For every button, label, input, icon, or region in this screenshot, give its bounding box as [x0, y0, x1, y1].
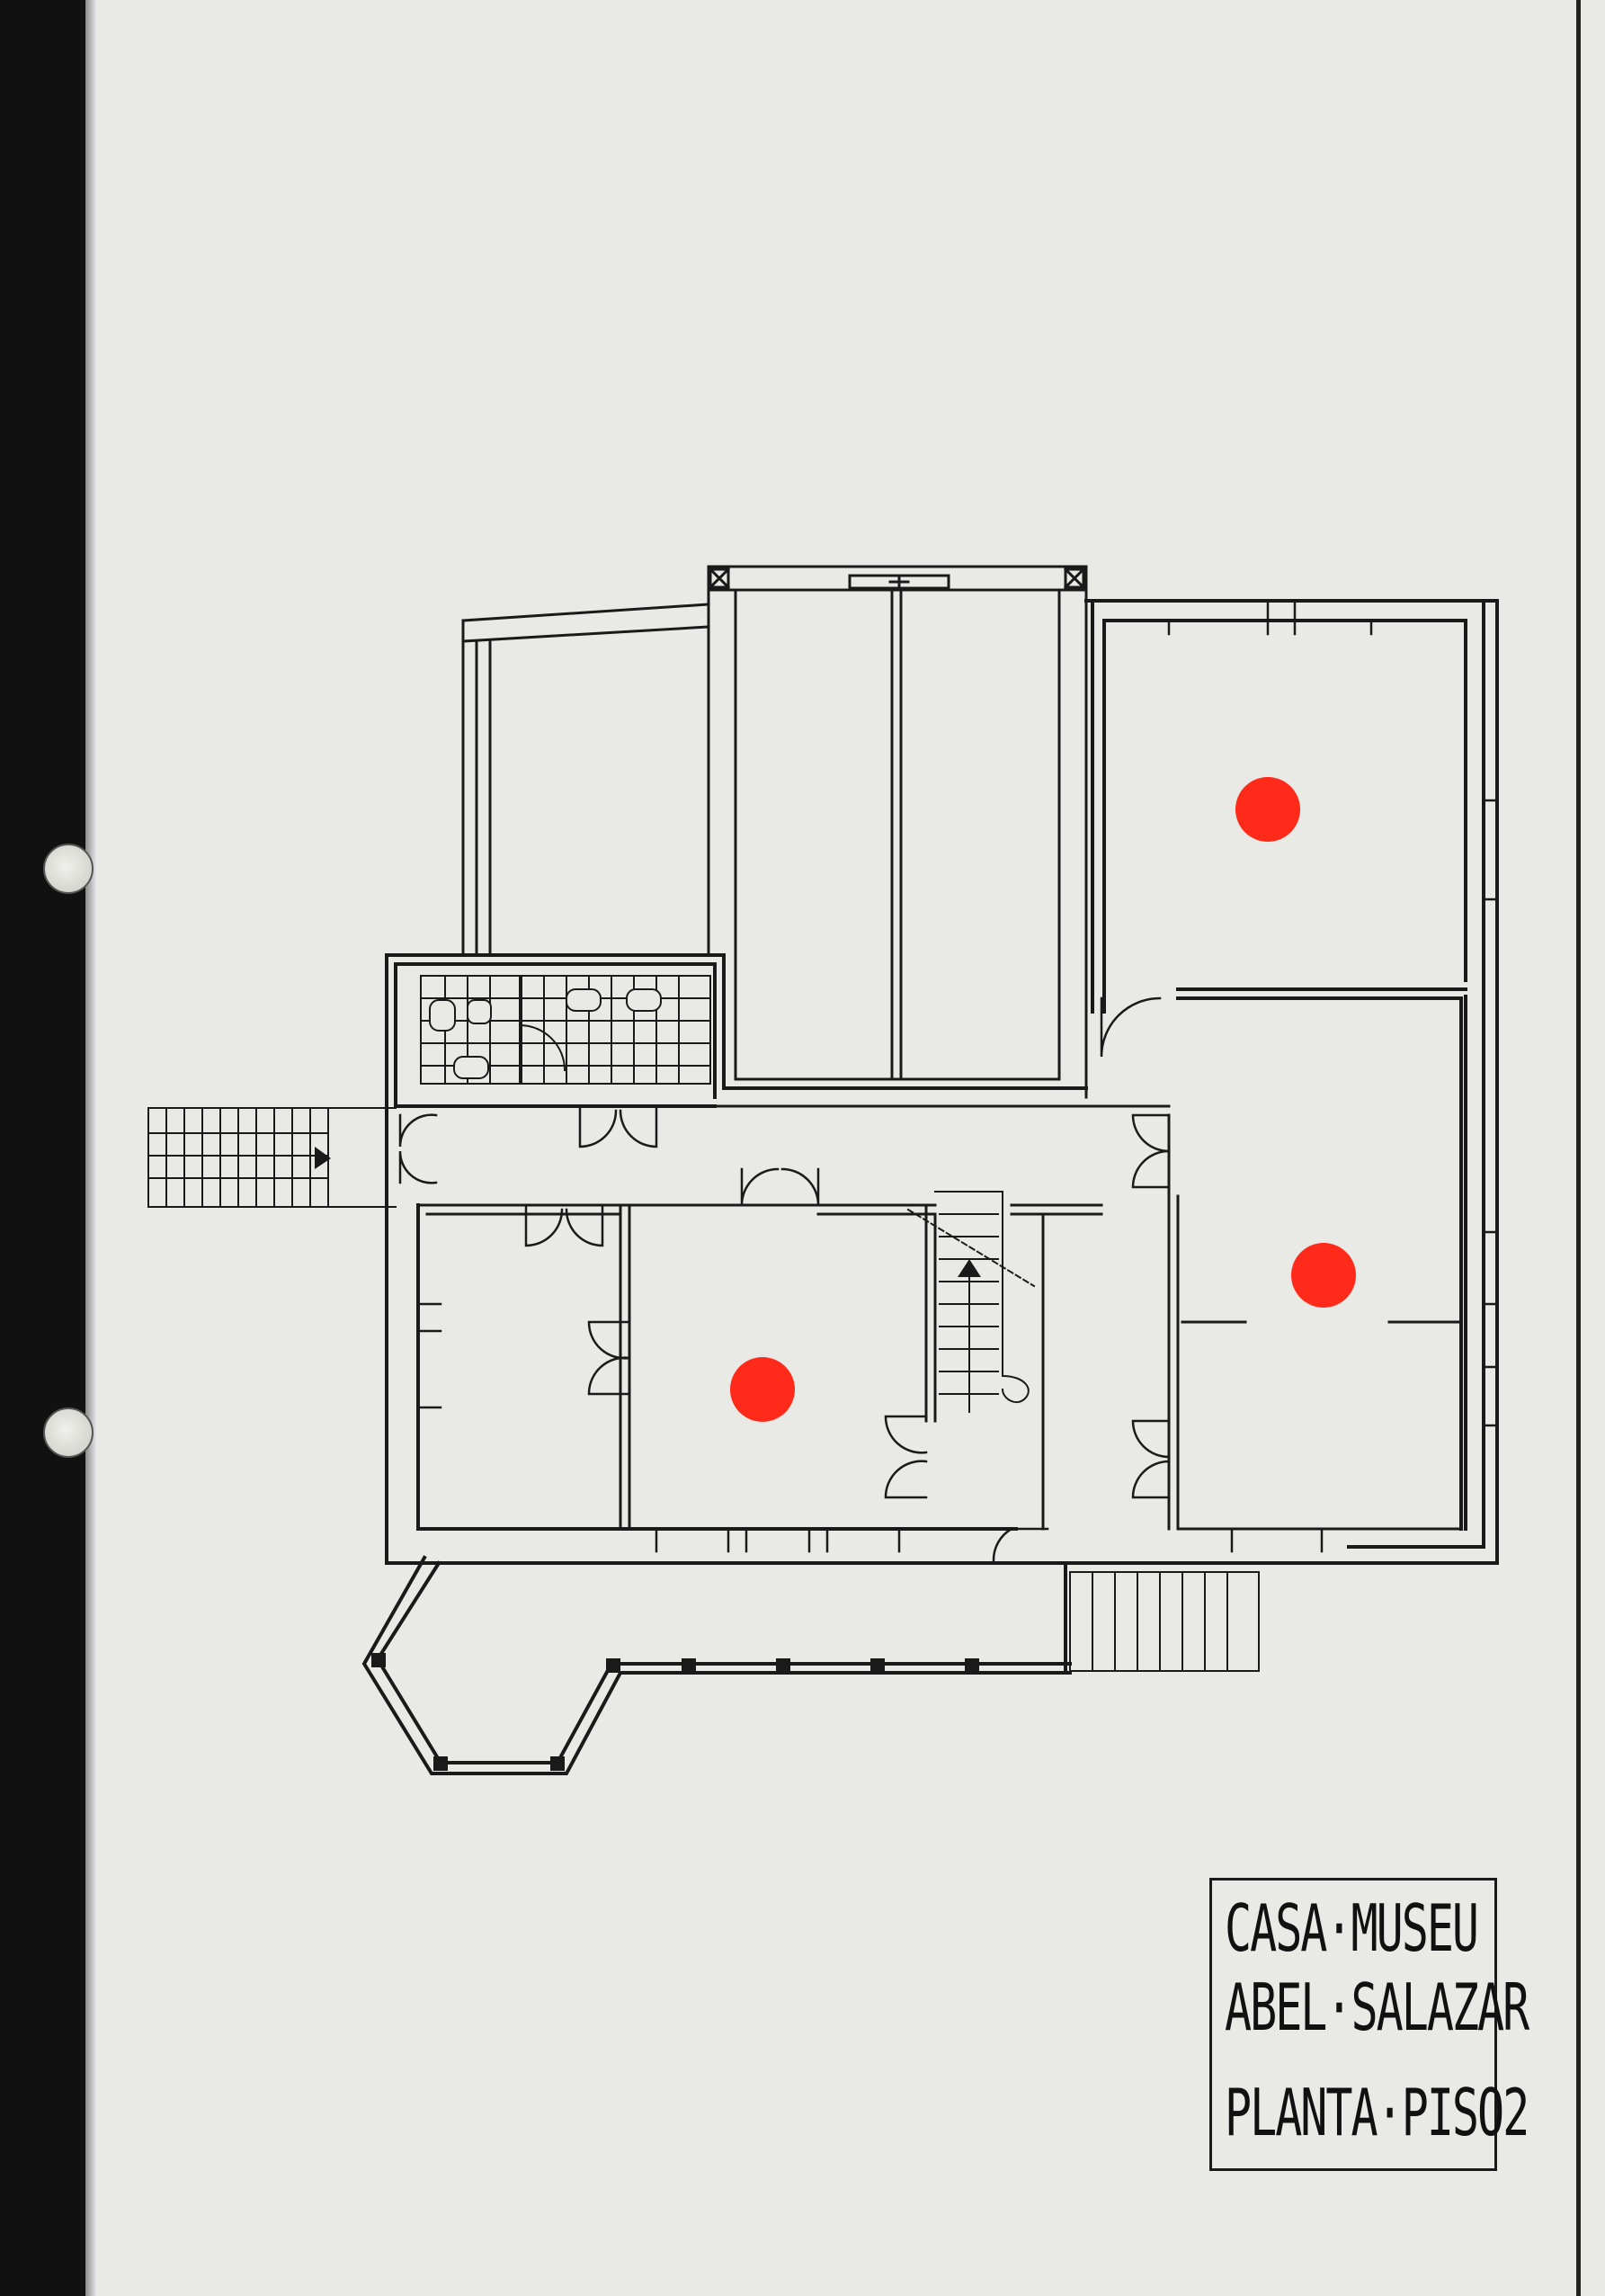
title-floor-label: PLANTA·PISO2: [1225, 2075, 1529, 2151]
bathroom-tile-grid: [420, 975, 711, 1085]
room-marker-right: [1291, 1243, 1356, 1308]
punch-hole-icon: [43, 844, 94, 894]
room-marker-upper-right: [1235, 777, 1300, 842]
interior-walls: [416, 1104, 1463, 1531]
exterior-walls: [385, 599, 1499, 1565]
sheet-edge-shadow: [85, 0, 96, 2296]
door-swings: [398, 996, 1171, 1562]
room-marker-center-left: [730, 1357, 795, 1422]
binder-spine: [0, 0, 85, 2296]
left-entry-stair: [147, 1107, 397, 1208]
title-museum-name: CASA·MUSEU: [1225, 1890, 1479, 1967]
title-person-name: ABEL·SALAZAR: [1225, 1970, 1529, 2046]
window-openings: [416, 599, 1499, 1553]
terrace-frame: [461, 565, 1088, 1099]
sheet-right-edge: [1576, 0, 1581, 2296]
bay-verandah: [361, 1555, 1072, 1775]
punch-hole-icon: [43, 1407, 94, 1458]
lower-entry-stair: [1064, 1563, 1260, 1675]
main-staircase: [906, 1191, 1036, 1413]
room-markers: [730, 777, 1356, 1422]
title-block: CASA·MUSEU ABEL·SALAZAR PLANTA·PISO2: [1209, 1878, 1529, 2171]
